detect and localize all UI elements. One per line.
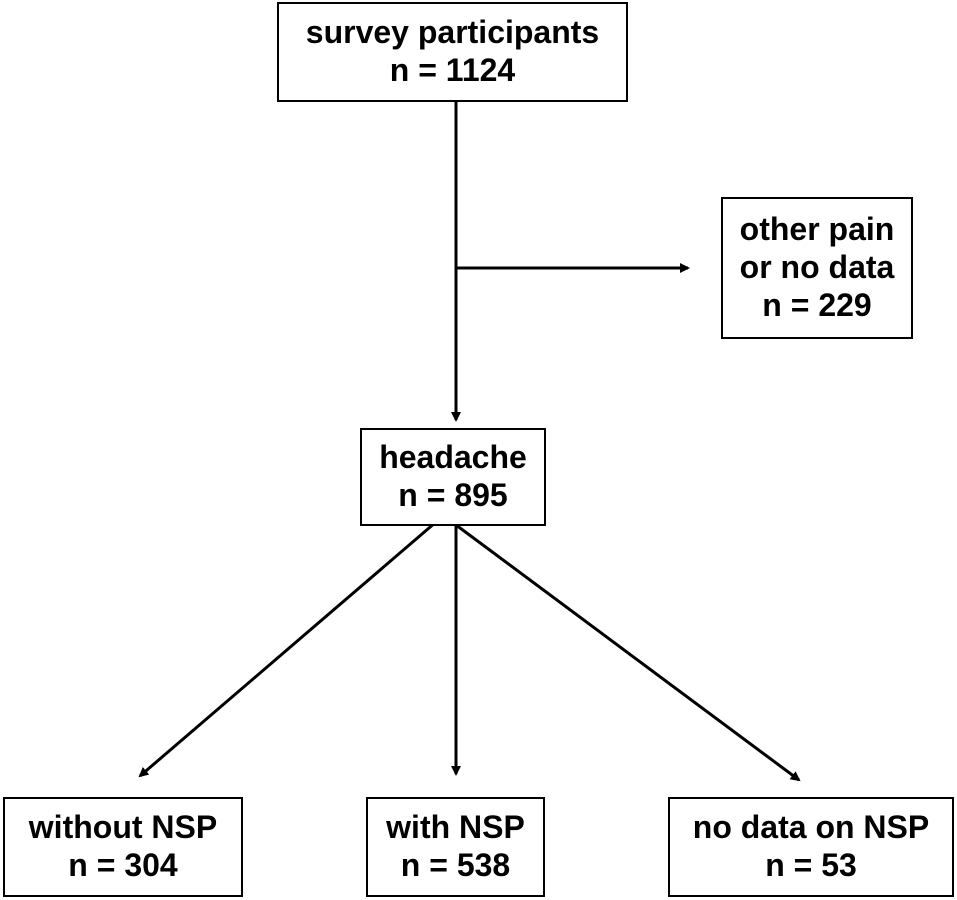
with-nsp-count: n = 538 (400, 847, 511, 883)
with-nsp-title: with NSP (386, 809, 525, 846)
headache-title: headache (379, 439, 527, 476)
excluded-line1: other pain (739, 211, 895, 248)
excluded-line2: or no data (739, 249, 895, 286)
participants-box: survey participants n = 1124 (277, 2, 628, 102)
no-data-nsp-box: no data on NSP n = 53 (668, 797, 954, 897)
without-nsp-box: without NSP n = 304 (3, 797, 243, 897)
participants-title: survey participants (305, 14, 600, 51)
no-data-nsp-count: n = 53 (765, 847, 857, 883)
participants-count: n = 1124 (389, 52, 516, 88)
without-nsp-count: n = 304 (68, 847, 178, 883)
headache-box: headache n = 895 (360, 428, 546, 526)
arrow-headache-to-no-data-nsp (455, 523, 801, 782)
with-nsp-box: with NSP n = 538 (366, 797, 545, 897)
arrow-headache-to-without-nsp (138, 520, 437, 778)
headache-count: n = 895 (398, 477, 508, 513)
excluded-count: n = 229 (762, 286, 872, 323)
without-nsp-title: without NSP (28, 809, 218, 846)
excluded-box: other pain or no data n = 229 (721, 197, 913, 339)
no-data-nsp-title: no data on NSP (692, 809, 930, 846)
